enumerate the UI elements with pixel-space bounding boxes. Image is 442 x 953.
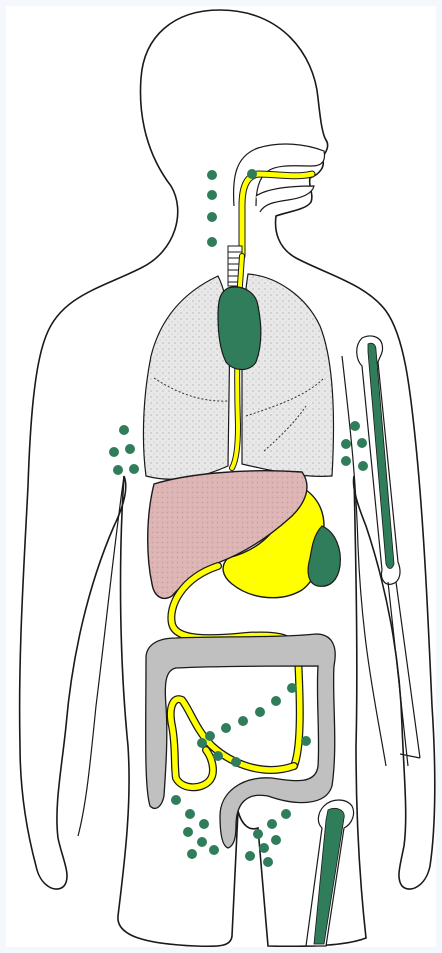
thymus bbox=[218, 287, 261, 370]
anatomy-diagram bbox=[6, 6, 436, 947]
diagram-canvas bbox=[6, 6, 436, 947]
